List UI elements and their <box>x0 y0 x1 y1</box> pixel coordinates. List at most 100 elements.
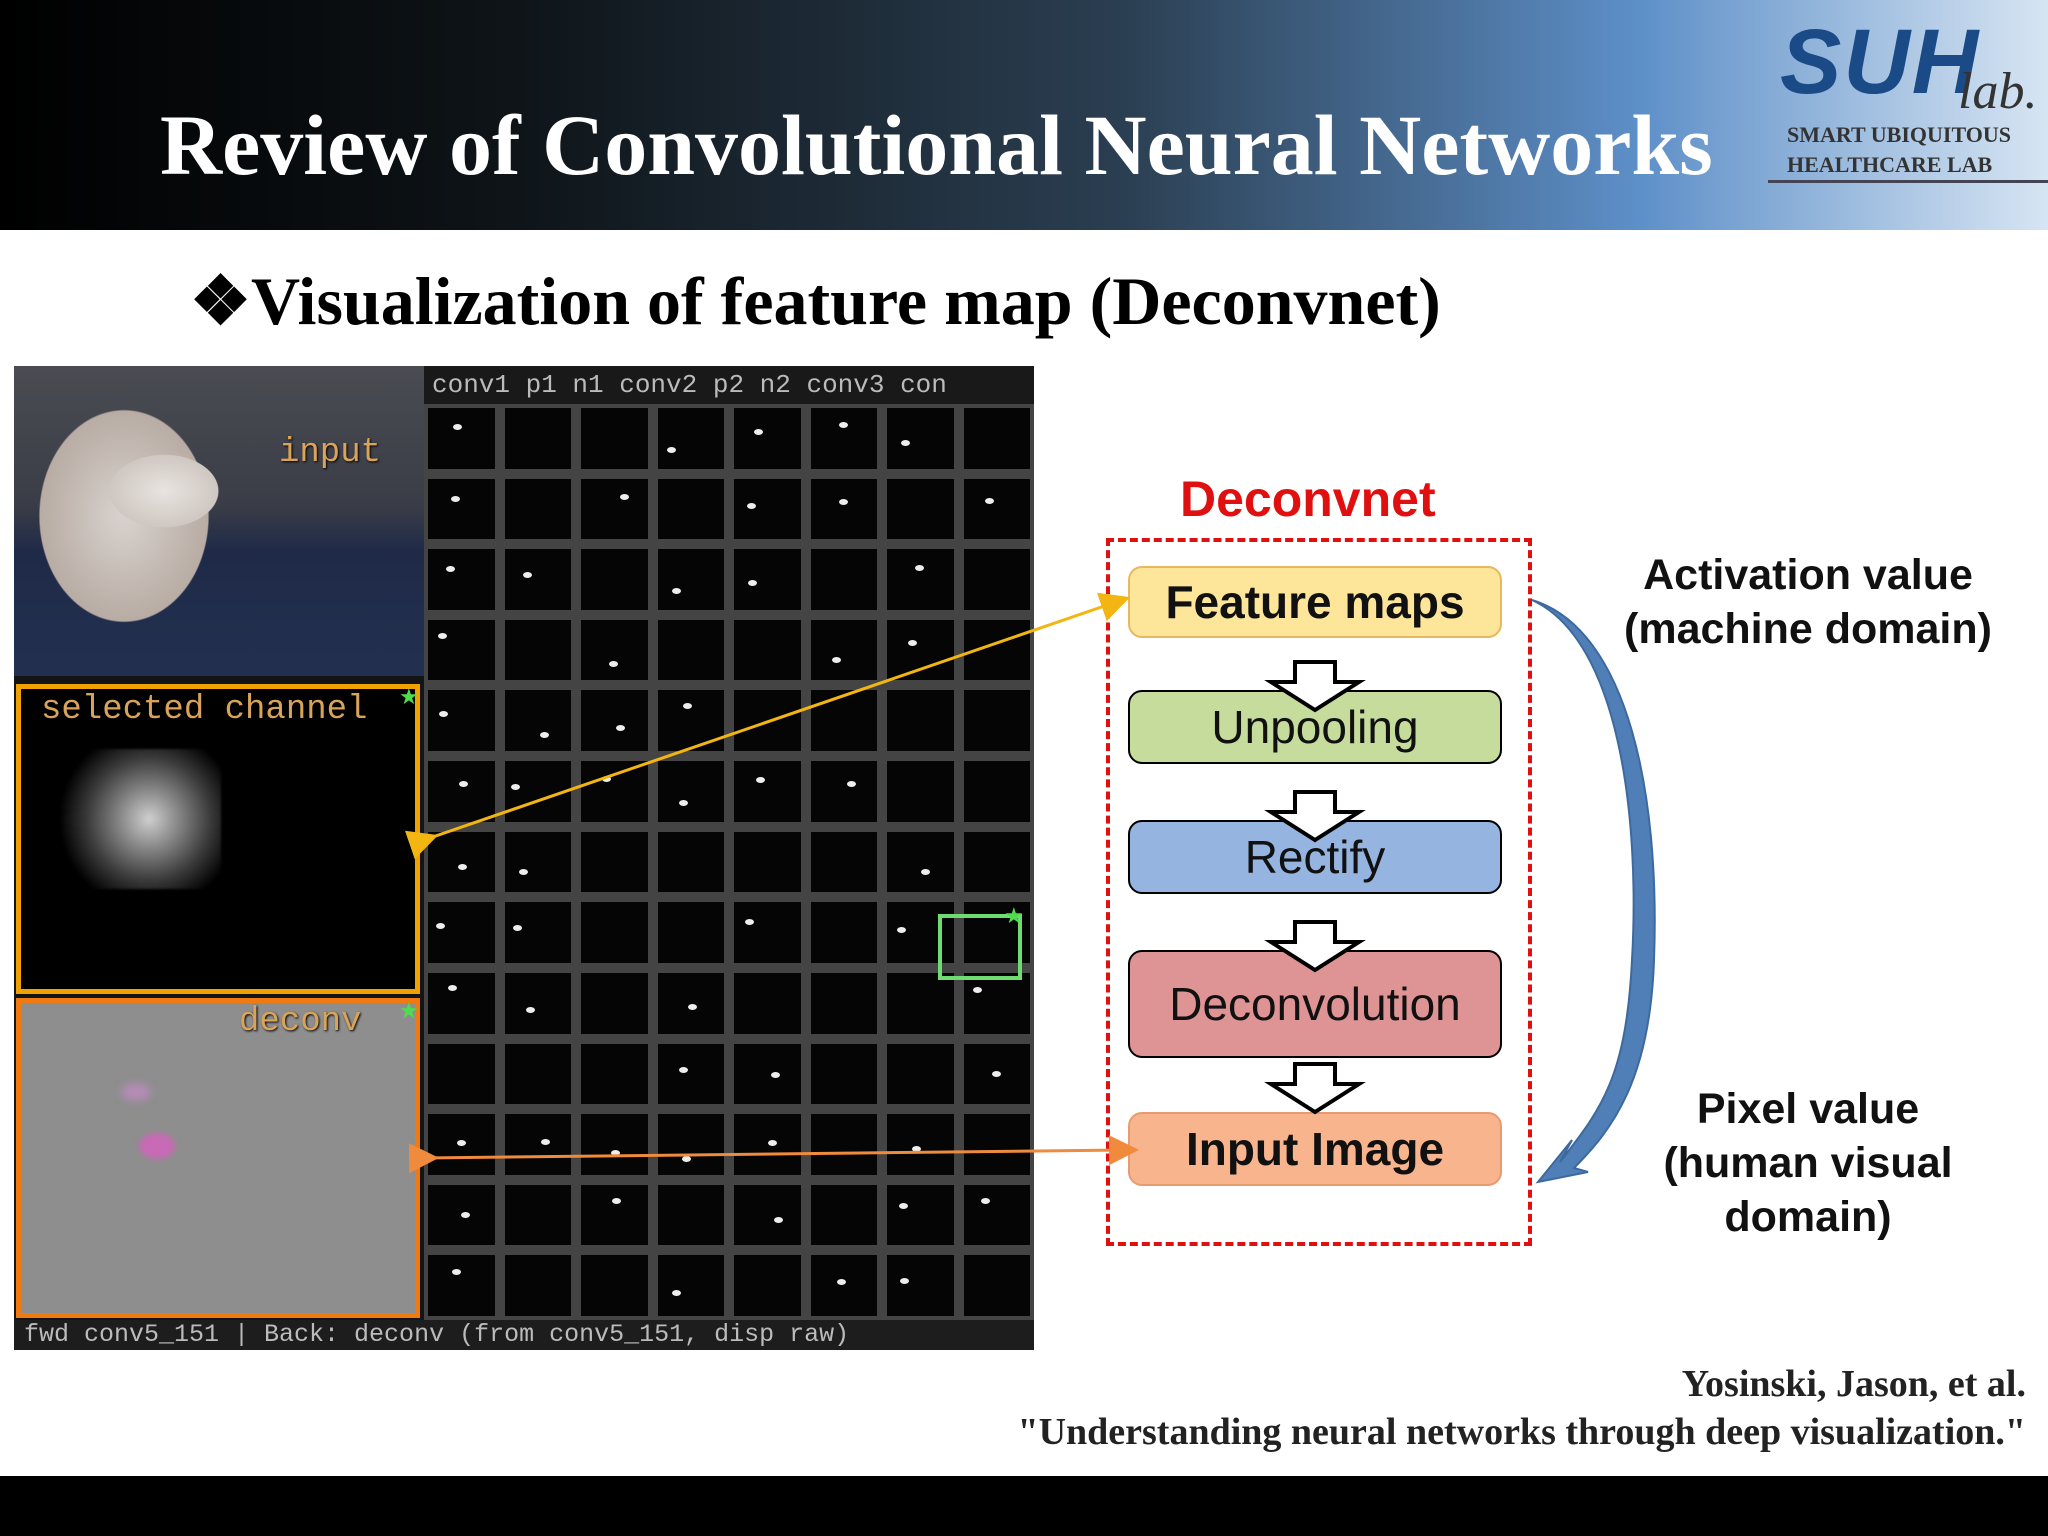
activation-fleck <box>451 1268 461 1275</box>
feature-map-cell <box>581 972 648 1034</box>
stage-unpooling: Unpooling <box>1128 690 1502 764</box>
deconv-label: deconv <box>239 1003 362 1041</box>
feature-map-cell <box>963 1184 1030 1246</box>
activation-fleck <box>678 1067 688 1074</box>
activation-fleck <box>437 633 447 640</box>
feature-map-cell <box>504 1255 571 1316</box>
feature-map-cell <box>963 1114 1030 1175</box>
feature-map-cell <box>887 478 954 540</box>
activation-fleck <box>837 1279 847 1286</box>
feature-map-cell <box>428 549 495 610</box>
citation-title: "Understanding neural networks through d… <box>1017 1411 2026 1453</box>
feature-map-cell <box>504 902 571 963</box>
feature-map-cell <box>810 1184 877 1246</box>
feature-map-cell <box>428 1255 495 1316</box>
pixel-value-line-2: (human visual <box>1663 1139 1953 1187</box>
deconvnet-dashed-box <box>1106 538 1532 1246</box>
feature-map-cell <box>504 408 571 469</box>
feature-map-cell <box>810 478 877 540</box>
pixel-value-line-1: Pixel value <box>1696 1085 1920 1133</box>
feature-map-cell <box>963 549 1030 610</box>
feature-map-cell <box>734 1043 801 1105</box>
feature-map-cell <box>963 690 1030 752</box>
feature-map-cell <box>887 690 954 752</box>
feature-map-cell <box>887 1114 954 1175</box>
star-icon: ★ <box>399 685 419 710</box>
activation-fleck <box>672 588 682 595</box>
activation-fleck <box>450 496 460 503</box>
logo-mark: SUH <box>1780 11 1981 113</box>
deconvnet-title: Deconvnet <box>1180 471 1436 527</box>
feature-map-cell <box>810 619 877 681</box>
activation-fleck <box>908 639 918 646</box>
activation-fleck <box>457 863 467 870</box>
feature-map-cell <box>581 831 648 893</box>
activation-fleck <box>539 731 549 738</box>
activation-fleck <box>899 1277 909 1284</box>
feature-map-cell <box>657 761 724 822</box>
feature-map-cell <box>810 408 877 469</box>
feature-map-cell <box>734 831 801 893</box>
stage-rectify: Rectify <box>1128 820 1502 894</box>
activation-value-line-2: (machine domain) <box>1624 605 1992 653</box>
selected-channel-panel: selected channel ★ <box>16 684 420 994</box>
feature-map-cell <box>504 1184 571 1246</box>
feature-map-cell <box>657 1114 724 1175</box>
activation-fleck <box>522 571 532 578</box>
feature-map-cell <box>657 478 724 540</box>
feature-map-cell <box>734 408 801 469</box>
deconv-panel: deconv ★ <box>16 998 420 1318</box>
star-icon: ★ <box>399 999 419 1024</box>
activation-value-text: Activation value (machine domain) <box>1598 548 2018 656</box>
activation-fleck <box>921 869 931 876</box>
activation-fleck <box>611 1150 621 1157</box>
activation-fleck <box>682 703 692 710</box>
activation-fleck <box>992 1070 1002 1077</box>
feature-map-cell <box>963 761 1030 822</box>
activation-fleck <box>619 494 629 501</box>
activation-fleck <box>526 1007 536 1014</box>
footer-bar <box>0 1476 2048 1536</box>
logo-lab-script: lab. <box>1958 63 2038 120</box>
activation-fleck <box>679 799 689 806</box>
feature-map-cell <box>810 690 877 752</box>
feature-map-cell <box>428 902 495 963</box>
feature-map-cell <box>428 408 495 469</box>
feature-map-cell <box>887 1255 954 1316</box>
activation-fleck <box>666 446 676 453</box>
feature-map-cell <box>887 1043 954 1105</box>
activation-fleck <box>915 565 925 572</box>
feature-map-cell <box>504 549 571 610</box>
activation-fleck <box>609 660 619 667</box>
activation-fleck <box>980 1197 990 1204</box>
logo-rule <box>1768 180 2048 183</box>
feature-map-cell <box>428 831 495 893</box>
activation-fleck <box>448 985 458 992</box>
feature-map-cell <box>810 1114 877 1175</box>
activation-fleck <box>972 987 982 994</box>
status-bar: fwd conv5_151 | Back: deconv (from conv5… <box>14 1320 1034 1350</box>
star-icon: ★ <box>1004 904 1024 929</box>
activation-fleck <box>773 1216 783 1223</box>
activation-fleck <box>896 926 906 933</box>
selected-unit-highlight <box>938 914 1022 980</box>
feature-map-cell <box>581 1043 648 1105</box>
citation-authors: Yosinski, Jason, et al. <box>1681 1363 2026 1405</box>
logo-line-1: SMART UBIQUITOUS <box>1787 122 2011 147</box>
stage-input-image: Input Image <box>1128 1112 1502 1186</box>
activation-fleck <box>756 776 766 783</box>
stage-deconvolution: Deconvolution <box>1128 950 1502 1058</box>
feature-map-cell <box>657 1184 724 1246</box>
activation-fleck <box>518 868 528 875</box>
feature-map-cell <box>887 902 954 963</box>
feature-map-cell <box>504 1043 571 1105</box>
feature-map-cell <box>963 1255 1030 1316</box>
feature-map-cell <box>887 761 954 822</box>
feature-map-cell <box>810 1043 877 1105</box>
feature-map-cell <box>734 1114 801 1175</box>
feature-map-cell <box>428 1184 495 1246</box>
activation-fleck <box>746 503 756 510</box>
feature-map-cell <box>581 478 648 540</box>
activation-fleck <box>748 579 758 586</box>
activation-fleck <box>899 1202 909 1209</box>
